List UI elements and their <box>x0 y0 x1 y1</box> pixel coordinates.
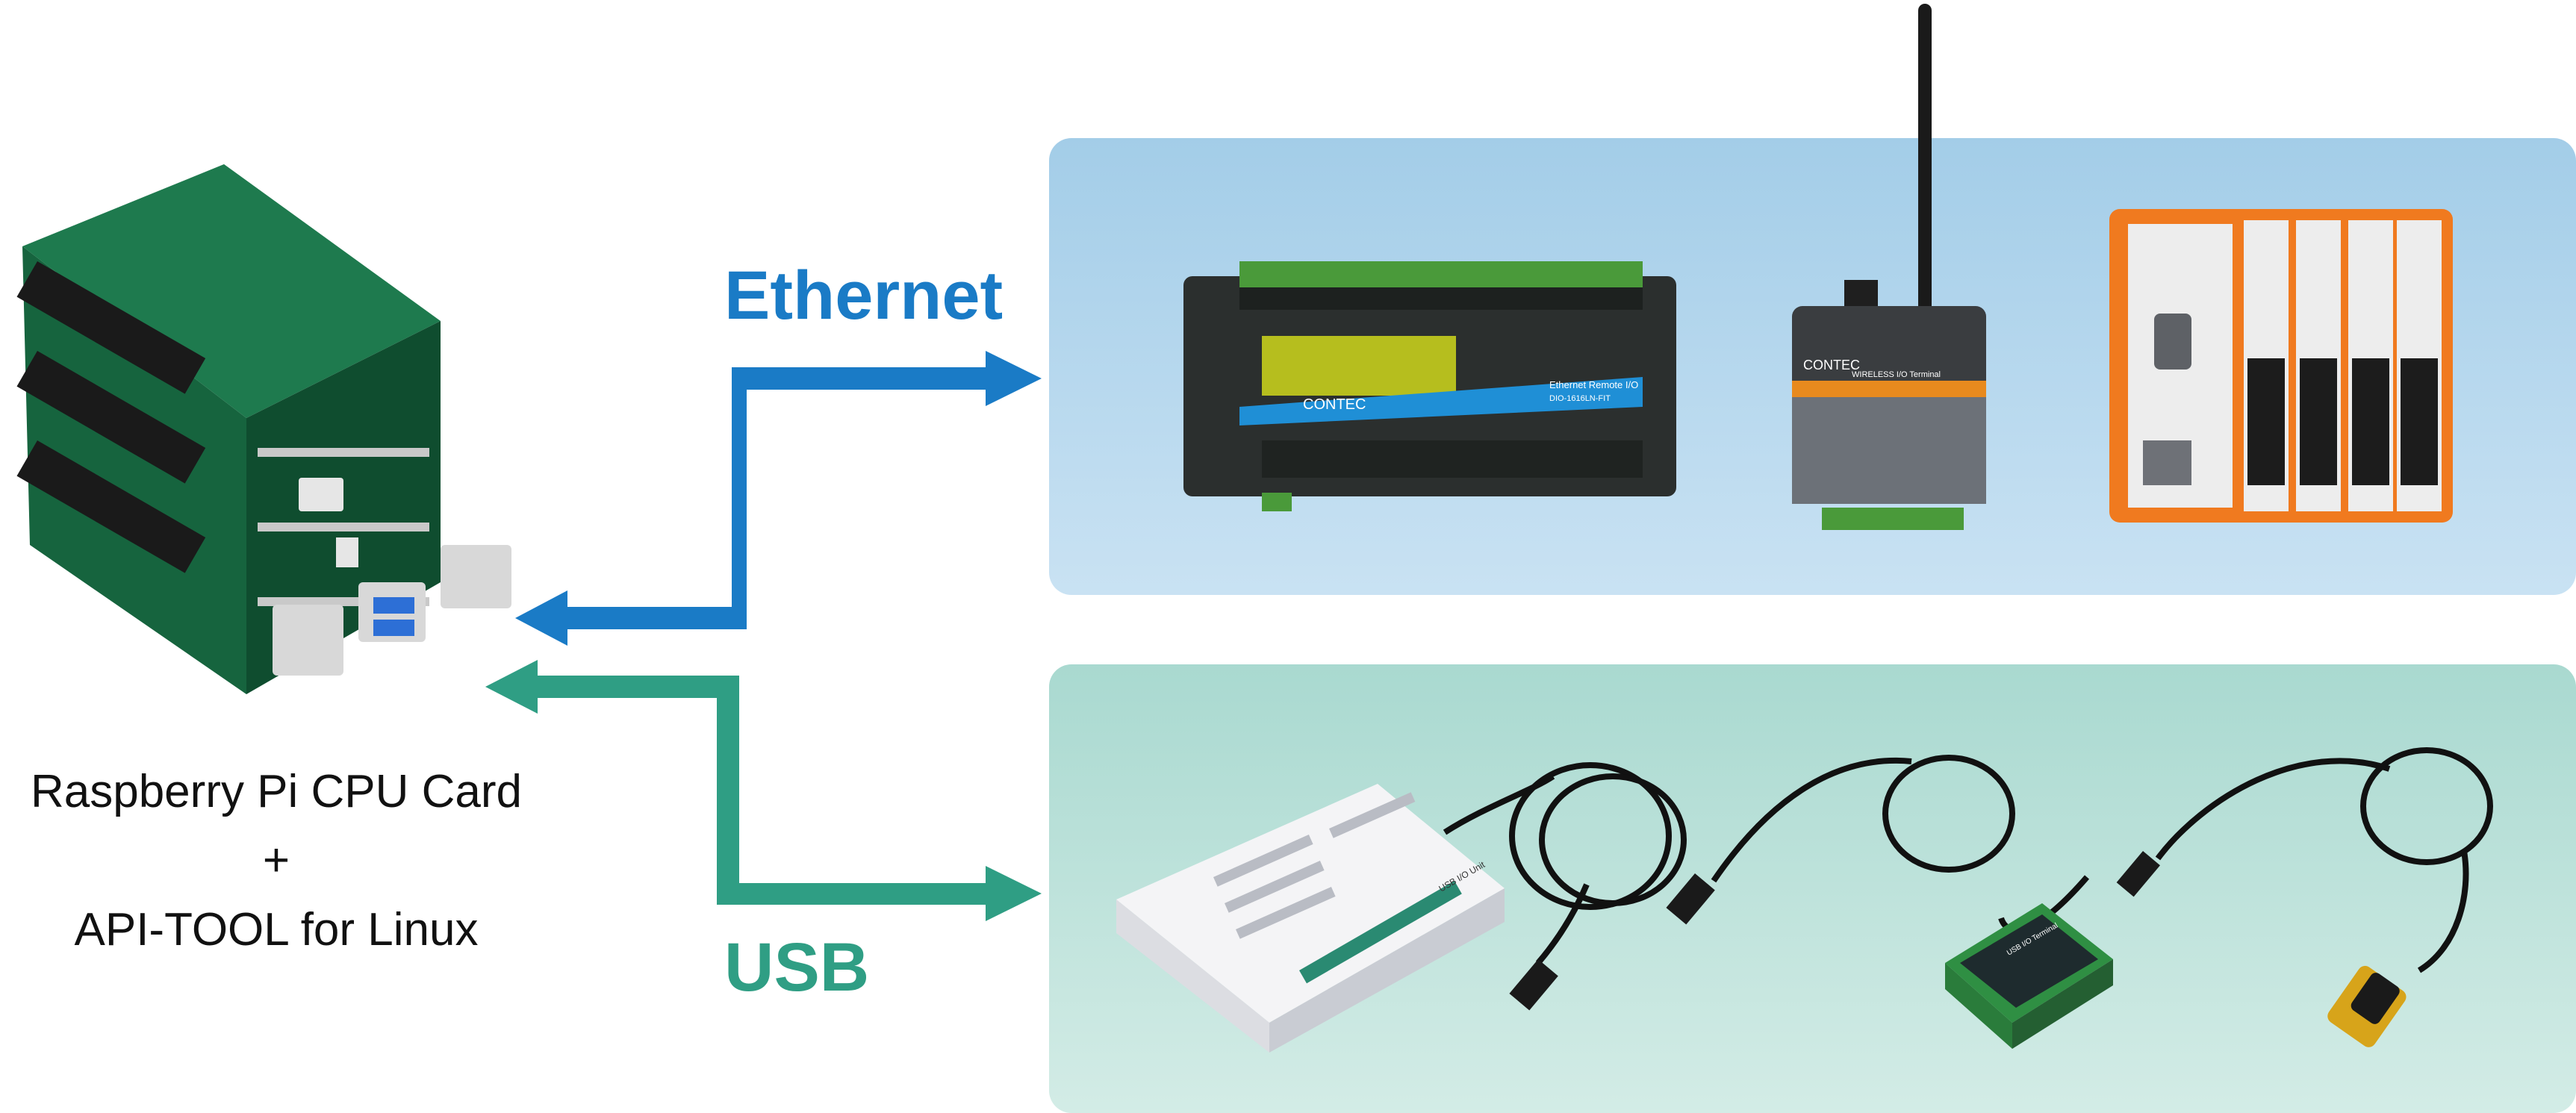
usb-io-terminal: USB I/O Terminal <box>1945 903 2113 1049</box>
usb-serial-converter <box>2327 965 2407 1047</box>
eth-module-1-brand: CONTEC <box>1303 396 1366 413</box>
eth-module-1-model: DIO-1616LN-FIT <box>1549 394 1611 403</box>
wireless-io-terminal: CONTEC WIRELESS I/O Terminal <box>1792 4 1986 530</box>
usb-arrow <box>485 660 1042 921</box>
caption-line-1: Raspberry Pi CPU Card <box>30 766 523 817</box>
eth-module-2-title: WIRELESS I/O Terminal <box>1852 370 1941 379</box>
usb-label: USB <box>724 929 870 1006</box>
caption-line-3: API-TOOL for Linux <box>74 904 479 955</box>
ethernet-remote-io-module: CONTEC Ethernet Remote I/O DIO-1616LN-FI… <box>1183 261 1676 511</box>
usb-plugs <box>1509 850 2160 1011</box>
modular-io-unit <box>2109 209 2453 523</box>
usb-cables <box>1443 747 2493 973</box>
usb-io-unit: USB I/O Unit <box>1116 784 1505 1053</box>
eth-module-2-brand: CONTEC <box>1803 358 1860 372</box>
caption-line-2: + <box>262 835 290 886</box>
ethernet-label: Ethernet <box>724 258 1004 334</box>
raspberry-pi-stack <box>16 164 511 694</box>
ethernet-arrow <box>515 351 1042 646</box>
eth-module-1-title: Ethernet Remote I/O <box>1549 379 1638 390</box>
